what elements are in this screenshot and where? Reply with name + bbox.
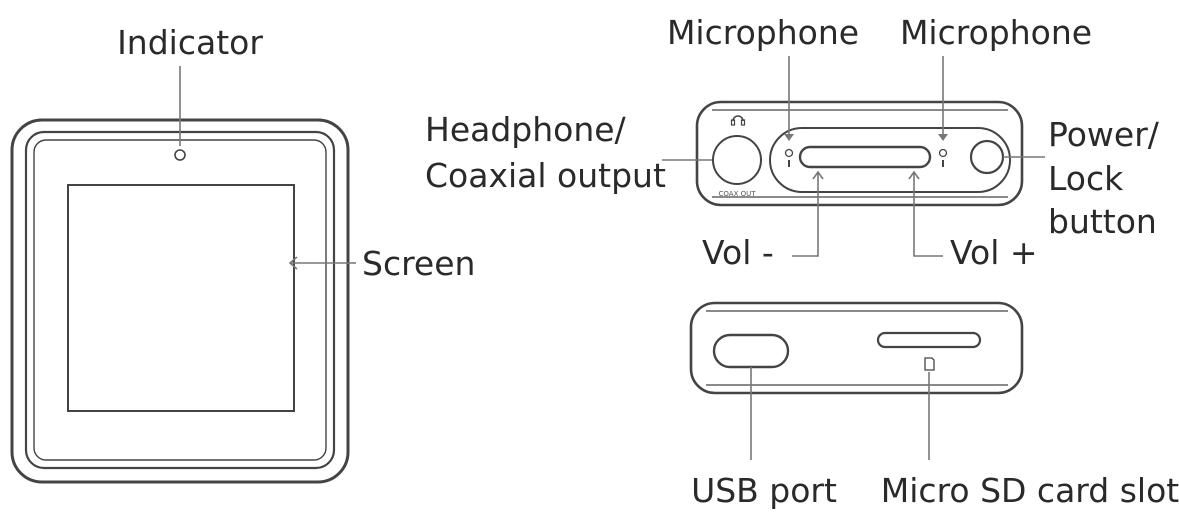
screen-arrowhead [288,256,298,270]
top-view: COAX OUT [695,100,1024,207]
volume-rocker[interactable] [798,145,932,169]
power-label-line1: Power/ [1048,115,1160,154]
sd-card-slot[interactable] [876,331,982,349]
power-label-line2: Lock [1048,159,1124,198]
indicator-light [174,149,186,161]
bottom-body [689,301,1024,395]
coax-out-print: COAX OUT [719,190,757,198]
sd-card-icon [924,357,935,371]
control-panel [769,127,1011,193]
headphone-label-line2: Coaxial output [425,156,666,195]
microphone-left-label: Microphone [667,13,859,52]
microphone-right-label: Microphone [900,13,1092,52]
headphone-icon [730,115,746,126]
power-label-line3: button [1048,202,1157,241]
microphone-right-arrowhead [938,134,948,141]
screen-label: Screen [362,244,475,283]
microphone-left-arrowhead [784,134,794,141]
vol-minus-leader [792,172,819,257]
screen-area [67,184,295,412]
front-view [10,118,350,484]
vol-plus-label: Vol + [950,233,1038,272]
bottom-view [689,301,1024,395]
headphone-label-line1: Headphone/ [425,110,627,149]
headphone-jack[interactable] [712,135,762,185]
top-body [695,100,1024,207]
device-body-outer [10,118,350,484]
device-body-rim [24,130,336,470]
vol-plus-arrowhead [908,170,920,180]
sd-card-label: Micro SD card slot [881,471,1179,510]
microphone-icon [938,148,948,167]
power-button[interactable] [969,139,1005,175]
usb-port[interactable] [712,333,790,369]
microphone-icon [784,148,794,167]
vol-minus-label: Vol - [702,233,774,272]
usb-port-label: USB port [691,471,837,510]
vol-minus-arrowhead [812,170,824,180]
indicator-label: Indicator [117,23,263,62]
vol-plus-leader [913,172,943,257]
